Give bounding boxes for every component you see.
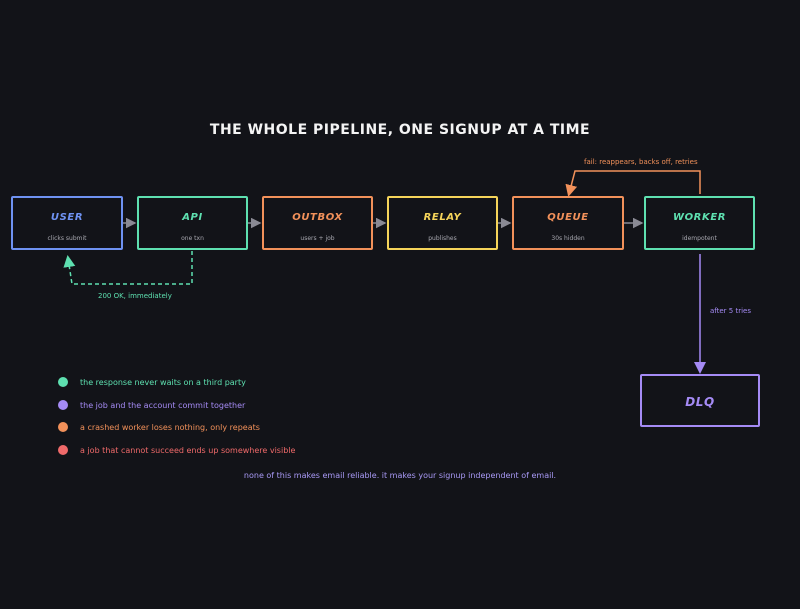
- edge-label-fail-retry: fail: reappears, backs off, retries: [584, 158, 698, 166]
- node-dlq-label: DLQ: [685, 395, 715, 409]
- node-queue-label: QUEUE: [547, 212, 589, 223]
- legend-text: the job and the account commit together: [80, 401, 246, 410]
- edge-label-dead-letter: after 5 tries: [710, 307, 751, 315]
- node-relay-label: RELAY: [423, 212, 462, 223]
- legend-dot: [58, 422, 68, 432]
- node-queue-sub: 30s hidden: [551, 235, 585, 242]
- legend-dot: [58, 445, 68, 455]
- node-api: API one txn: [137, 196, 248, 250]
- node-relay: RELAY publishes: [387, 196, 498, 250]
- legend-text: the response never waits on a third part…: [80, 378, 246, 387]
- edge-label-response: 200 OK, immediately: [98, 292, 172, 300]
- arrow-retry-loop: [565, 170, 701, 197]
- node-api-sub: one txn: [181, 235, 204, 242]
- node-worker-sub: idempotent: [682, 235, 717, 242]
- node-api-label: API: [182, 212, 203, 223]
- node-worker-label: WORKER: [672, 212, 727, 223]
- node-outbox-label: OUTBOX: [292, 212, 343, 223]
- footnote: none of this makes email reliable. it ma…: [243, 471, 557, 480]
- legend-text: a job that cannot succeed ends up somewh…: [80, 446, 296, 455]
- arrow-response: [63, 251, 193, 285]
- node-worker: WORKER idempotent: [644, 196, 755, 250]
- node-user-label: USER: [50, 212, 84, 223]
- node-outbox: OUTBOX users + job: [262, 196, 373, 250]
- legend-dot: [58, 377, 68, 387]
- node-dlq: DLQ: [640, 374, 760, 427]
- legend-dot: [58, 400, 68, 410]
- node-user-sub: clicks submit: [47, 235, 87, 242]
- node-outbox-sub: users + job: [300, 235, 335, 242]
- node-queue: QUEUE 30s hidden: [512, 196, 624, 250]
- diagram-title: THE WHOLE PIPELINE, ONE SIGNUP AT A TIME: [209, 122, 591, 138]
- node-relay-sub: publishes: [428, 235, 457, 242]
- legend-text: a crashed worker loses nothing, only rep…: [80, 423, 260, 432]
- node-user: USER clicks submit: [11, 196, 123, 250]
